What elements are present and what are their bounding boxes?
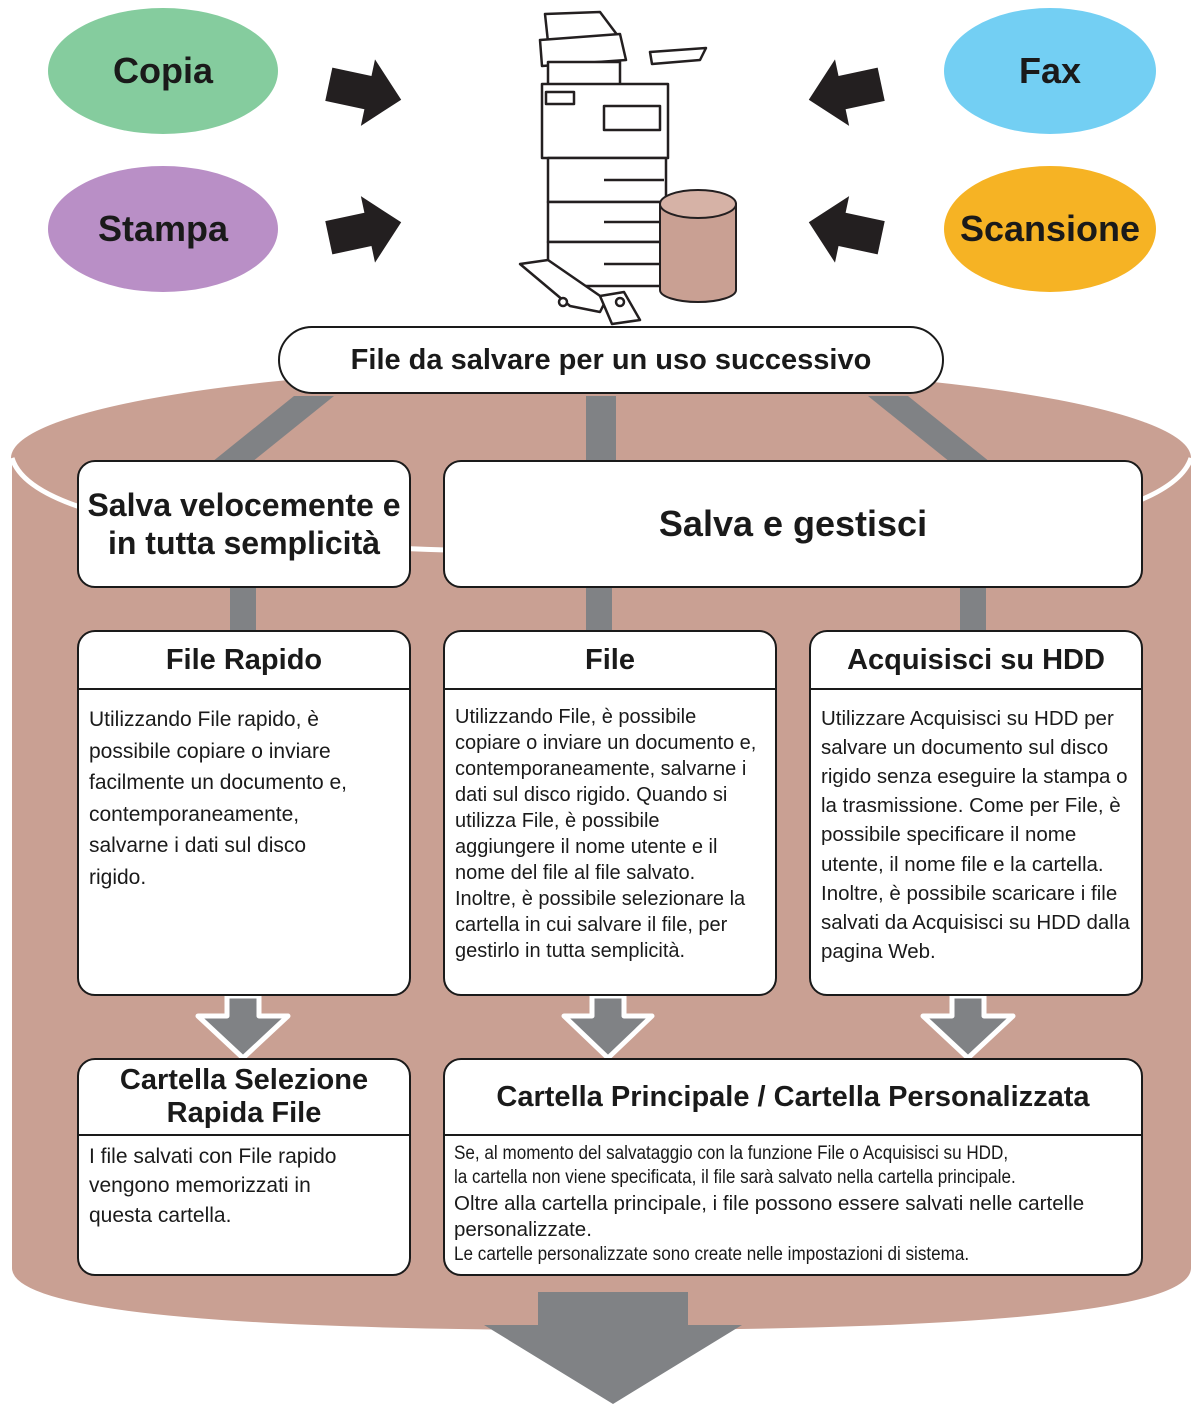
- folder-quick: Cartella Selezione Rapida File I file sa…: [77, 1058, 411, 1276]
- source-stampa-label: Stampa: [97, 208, 229, 249]
- panel-hdd-header: Acquisisci su HDD: [811, 632, 1141, 690]
- source-scansione: Scansione: [944, 166, 1156, 292]
- source-copia: Copia: [48, 8, 278, 134]
- down-arrows: [195, 993, 1016, 1061]
- source-stampa: Stampa: [48, 166, 278, 292]
- panel-hdd-title: Acquisisci su HDD: [847, 643, 1105, 676]
- folder-main-line3: Oltre alla cartella principale, i file p…: [454, 1191, 1085, 1241]
- panel-quick-file-text: Utilizzando File rapido, è possibile cop…: [89, 708, 347, 889]
- source-fax: Fax: [944, 8, 1156, 134]
- category-manage-label: Salva e gestisci: [658, 503, 928, 545]
- input-arrows: [325, 59, 885, 263]
- banner: File da salvare per un uso successivo: [278, 326, 944, 394]
- category-manage: Salva e gestisci: [443, 460, 1143, 588]
- folder-main-header: Cartella Principale / Cartella Personali…: [445, 1060, 1141, 1136]
- folder-main-line1: Se, al momento del salvataggio con la fu…: [454, 1143, 1009, 1164]
- source-copia-label: Copia: [112, 50, 213, 91]
- multifunction-printer-icon: [518, 10, 708, 326]
- folder-main: Cartella Principale / Cartella Personali…: [443, 1058, 1143, 1276]
- connector-lines: [212, 396, 990, 630]
- source-fax-label: Fax: [1018, 50, 1082, 91]
- panel-file: File Utilizzando File, è possibile copia…: [443, 630, 777, 996]
- banner-label: File da salvare per un uso successivo: [350, 343, 872, 376]
- panel-file-title: File: [585, 643, 635, 676]
- folder-main-text: Se, al momento del salvataggio con la fu…: [454, 1142, 1135, 1267]
- panel-hdd: Acquisisci su HDD Utilizzare Acquisisci …: [809, 630, 1143, 996]
- category-quick: Salva velocemente e in tutta semplicità: [77, 460, 411, 588]
- panel-file-header: File: [445, 632, 775, 690]
- output-arrow: [484, 1292, 742, 1404]
- category-quick-label: Salva velocemente e in tutta semplicità: [87, 486, 401, 561]
- panel-quick-file: File Rapido Utilizzando File rapido, è p…: [77, 630, 411, 996]
- panel-quick-file-title: File Rapido: [165, 643, 323, 676]
- folder-quick-text: I file salvati con File rapido vengono m…: [89, 1145, 337, 1227]
- panel-file-text: Utilizzando File, è possibile copiare o …: [455, 706, 757, 962]
- folder-quick-header: Cartella Selezione Rapida File: [79, 1060, 409, 1136]
- hard-disk-icon: [659, 189, 737, 303]
- folder-main-line2: la cartella non viene specificata, il fi…: [454, 1167, 1016, 1189]
- folder-main-title: Cartella Principale / Cartella Personali…: [496, 1080, 1090, 1113]
- folder-quick-title: Cartella Selezione Rapida File: [119, 1063, 369, 1129]
- panel-quick-file-header: File Rapido: [79, 632, 409, 690]
- panel-hdd-text: Utilizzare Acquisisci su HDD per salvare…: [821, 707, 1130, 963]
- folder-main-line4: Le cartelle personalizzate sono create n…: [454, 1244, 970, 1266]
- source-scansione-label: Scansione: [959, 208, 1141, 249]
